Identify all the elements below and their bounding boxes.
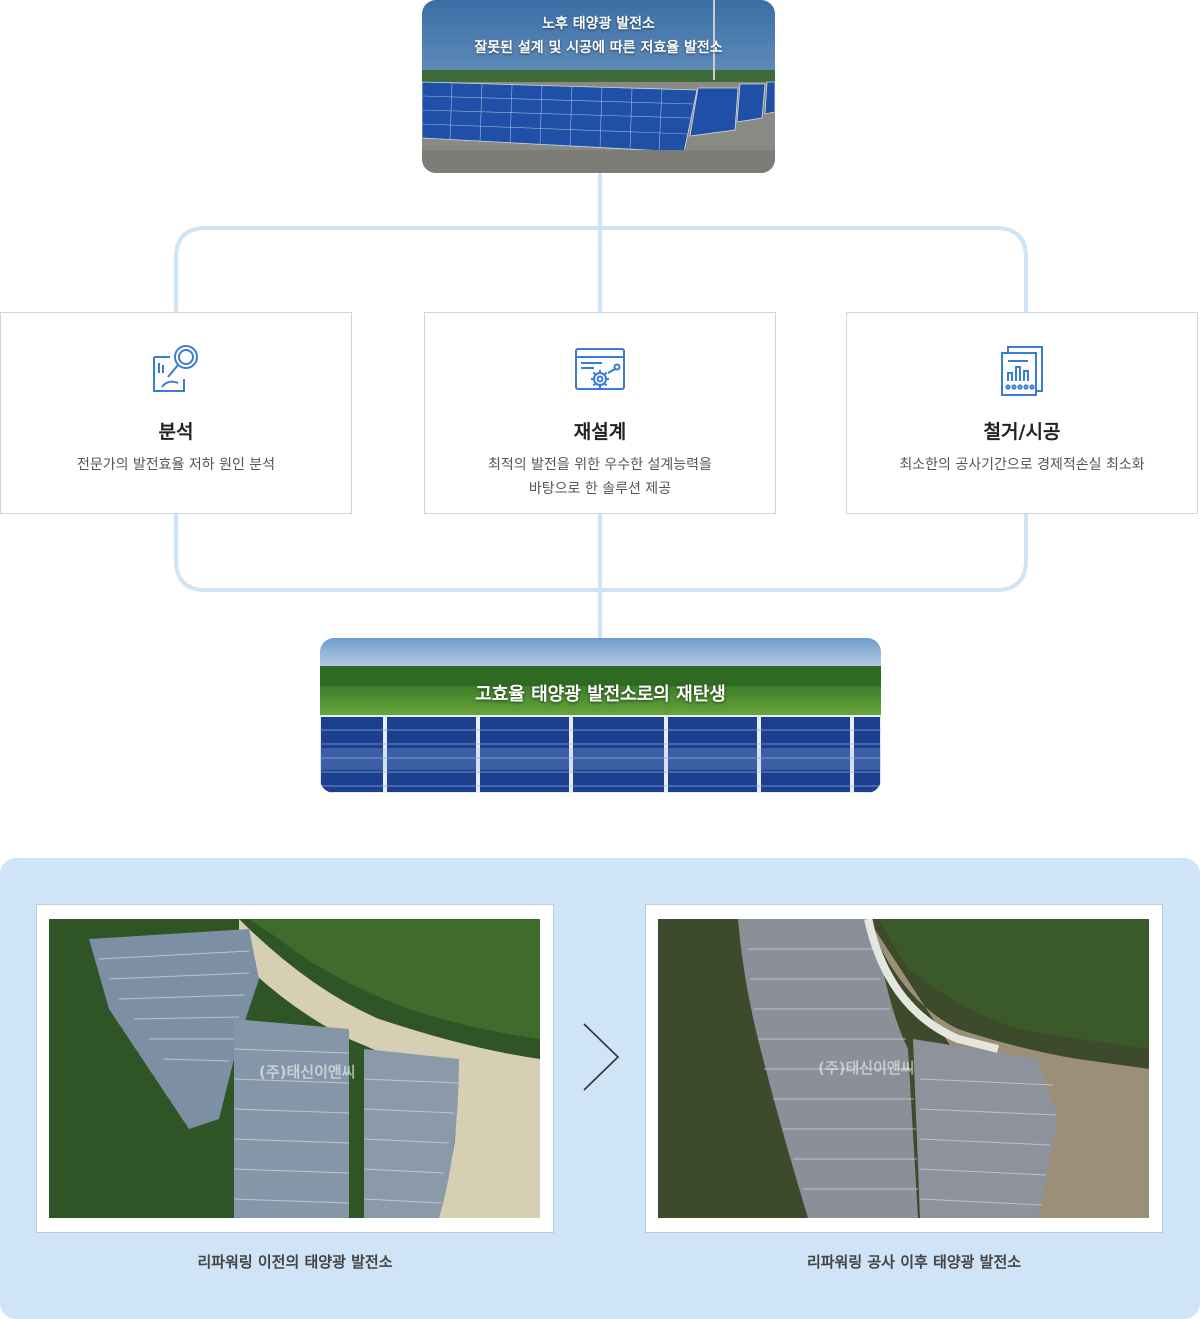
step-redesign-desc-line2: 바탕으로 한 솔루션 제공 xyxy=(528,481,672,497)
step-analysis-desc-line1: 전문가의 발전효율 저하 원인 분석 xyxy=(76,457,276,473)
new-plant-title: 고효율 태양광 발전소로의 재탄생 xyxy=(475,684,726,705)
new-plant-image-card: 고효율 태양광 발전소로의 재탄생 xyxy=(320,638,881,793)
step-construction: 철거/시공 최소한의 공사기간으로 경제적손실 최소화 xyxy=(846,312,1198,514)
after-caption: 리파워링 공사 이후 태양광 발전소 xyxy=(806,1253,1022,1271)
old-plant-title-line1: 노후 태양광 발전소 xyxy=(542,16,655,32)
before-photo-frame: (주)태신이앤씨 xyxy=(36,904,554,1233)
arrow-right-icon xyxy=(583,1023,620,1091)
old-plant-title: 노후 태양광 발전소 잘못된 설계 및 시공에 따른 저효율 발전소 xyxy=(422,12,775,60)
old-plant-image-card: 노후 태양광 발전소 잘못된 설계 및 시공에 따른 저효율 발전소 xyxy=(422,0,775,173)
flow-connectors xyxy=(174,173,1028,638)
step-construction-title: 철거/시공 xyxy=(983,421,1061,443)
step-analysis: 분석 전문가의 발전효율 저하 원인 분석 xyxy=(0,312,352,514)
step-redesign-title: 재설계 xyxy=(573,421,627,443)
step-redesign-desc-line1: 최적의 발전을 위한 우수한 설계능력을 xyxy=(488,457,712,473)
step-analysis-desc: 전문가의 발전효율 저하 원인 분석 xyxy=(21,453,331,477)
after-photo-frame: (주)태신이앤씨 xyxy=(645,904,1163,1233)
after-aerial-photo: (주)태신이앤씨 xyxy=(658,919,1149,1218)
after-watermark: (주)태신이앤씨 xyxy=(818,1059,915,1077)
analysis-magnifier-icon xyxy=(153,345,198,392)
before-aerial-photo: (주)태신이앤씨 xyxy=(49,919,540,1218)
old-solar-panels-image xyxy=(422,0,775,173)
construction-chart-icon xyxy=(1001,346,1043,396)
step-construction-desc: 최소한의 공사기간으로 경제적손실 최소화 xyxy=(867,453,1177,477)
before-caption: 리파워링 이전의 태양광 발전소 xyxy=(197,1253,393,1271)
new-solar-panels-image xyxy=(320,638,881,793)
redesign-gear-icon xyxy=(575,348,625,390)
step-redesign: 재설계 최적의 발전을 위한 우수한 설계능력을 바탕으로 한 솔루션 제공 xyxy=(424,312,776,514)
step-redesign-desc: 최적의 발전을 위한 우수한 설계능력을 바탕으로 한 솔루션 제공 xyxy=(445,453,755,501)
step-analysis-title: 분석 xyxy=(158,421,194,443)
step-construction-desc-line1: 최소한의 공사기간으로 경제적손실 최소화 xyxy=(899,457,1145,473)
before-watermark: (주)태신이앤씨 xyxy=(259,1063,356,1081)
old-plant-title-line2: 잘못된 설계 및 시공에 따른 저효율 발전소 xyxy=(474,40,723,56)
